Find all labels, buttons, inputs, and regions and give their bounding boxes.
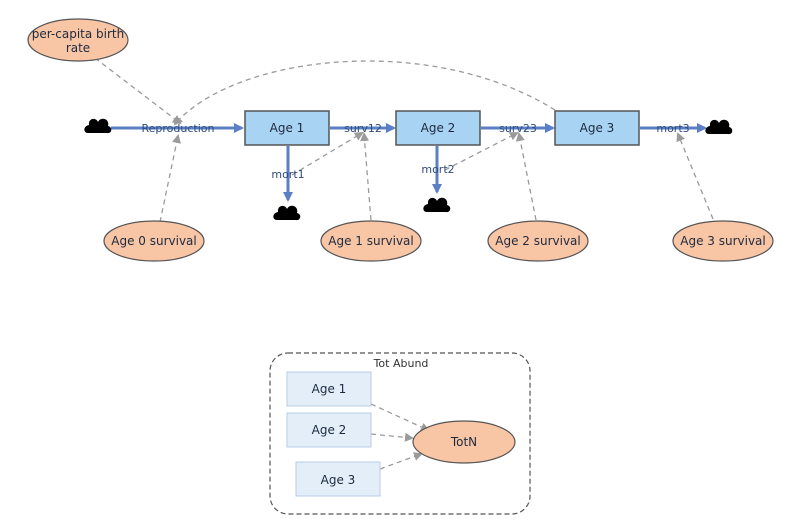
link-age3-to-reproduction [173,60,556,126]
ghost-age1[interactable]: Age 1 [286,371,372,407]
ghost-age3[interactable]: Age 3 [295,461,381,497]
birth-rate-label-line1: per-capita birth [32,27,124,41]
link-birth-rate-to-reproduction [94,57,182,125]
stock-age3-label: Age 3 [580,121,615,135]
link-ghost-age1-to-totn [370,403,430,432]
group-frame [269,352,531,515]
sink-cloud-icon [423,197,451,213]
stock-age2-label: Age 2 [421,121,456,135]
stock-age1-label: Age 1 [270,121,305,135]
link-age2-survival-to-surv23 [515,132,537,221]
reproduction-flow-label[interactable]: Reproduction [142,122,215,135]
param-age3-survival[interactable]: Age 3 survival [672,220,774,262]
age2-survival-label: Age 2 survival [495,234,581,248]
group-tot-abund[interactable]: Tot Abund Age 1 Age 2 Age 3 TotN [269,352,531,515]
link-ghost-age3-to-totn [379,452,423,470]
ghost-age3-label: Age 3 [321,473,356,487]
ghost-age2[interactable]: Age 2 [286,412,372,448]
ghost-age1-label: Age 1 [312,382,347,396]
param-totn[interactable]: TotN [412,420,516,464]
age0-survival-label: Age 0 survival [111,234,197,248]
ghost-age2-label: Age 2 [312,423,347,437]
flow-pipes [111,123,707,202]
information-links [94,57,714,223]
param-birth-rate[interactable]: per-capita birth rate [27,18,129,62]
stock-age1[interactable]: Age 1 [244,110,330,146]
link-age2-to-surv23 [444,132,519,171]
surv23-flow-label[interactable]: surv23 [499,122,537,135]
age3-survival-label: Age 3 survival [680,234,766,248]
surv12-flow-label[interactable]: surv12 [344,122,382,135]
mort3-flow-label[interactable]: mort3 [656,122,689,135]
link-age1-survival-to-surv12 [360,132,372,221]
stock-age2[interactable]: Age 2 [395,110,481,146]
link-ghost-age2-to-totn [370,432,414,442]
mort2-flow-label[interactable]: mort2 [421,163,454,176]
sink-cloud-icon [705,119,733,135]
source-cloud-icon [84,118,112,134]
age1-survival-label: Age 1 survival [328,234,414,248]
stock-age3[interactable]: Age 3 [554,110,640,146]
sink-cloud-icon [273,205,301,221]
param-age1-survival[interactable]: Age 1 survival [320,220,422,262]
group-title: Tot Abund [373,357,429,370]
link-age3-survival-to-mort3 [676,132,714,220]
link-age0-survival-to-reproduction [159,134,181,223]
birth-rate-label-line2: rate [66,41,90,55]
param-age0-survival[interactable]: Age 0 survival [103,220,205,262]
link-age1-to-surv12 [291,131,364,176]
mort1-flow-label[interactable]: mort1 [271,168,304,181]
totn-label: TotN [450,435,477,449]
param-age2-survival[interactable]: Age 2 survival [487,220,589,262]
